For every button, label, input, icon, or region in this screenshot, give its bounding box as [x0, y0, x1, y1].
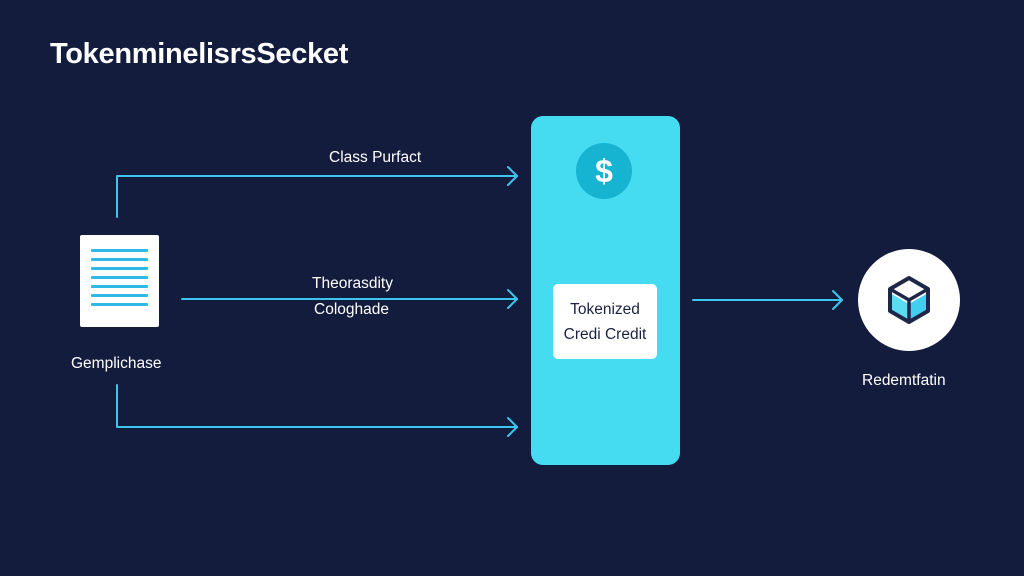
flow-middle-label-2: Cologhade: [314, 301, 389, 318]
arrow-top: [116, 175, 518, 218]
credit-line-1: Tokenized: [570, 300, 640, 318]
document-line: [91, 276, 148, 279]
flow-top-label: Class Purfact: [329, 149, 422, 166]
document-line: [91, 267, 148, 270]
arrow-bottom: [116, 384, 518, 428]
document-line: [91, 303, 148, 306]
dollar-icon: $: [576, 143, 632, 199]
credit-line-2: Credi Credit: [563, 325, 647, 343]
source-label: Gemplichase: [71, 355, 162, 372]
document-icon: [80, 235, 159, 327]
target-label: Redemtfatin: [862, 372, 946, 389]
page-title: TokenminelisrsSecket: [50, 38, 349, 70]
document-line: [91, 249, 148, 252]
arrow-top-head: [507, 166, 518, 186]
document-line: [91, 285, 148, 288]
document-line: [91, 294, 148, 297]
document-line: [91, 258, 148, 261]
token-hub: $ Tokenized Credi Credit: [531, 116, 680, 465]
tokenized-credit-card: Tokenized Credi Credit: [553, 284, 657, 359]
arrow-middle-head: [507, 289, 518, 309]
flow-middle-label-1: Theorasdity: [312, 275, 393, 292]
arrow-bottom-head: [507, 417, 518, 437]
arrow-output-head: [832, 290, 843, 310]
cube-icon: [888, 276, 930, 324]
redemption-node: [858, 249, 960, 351]
